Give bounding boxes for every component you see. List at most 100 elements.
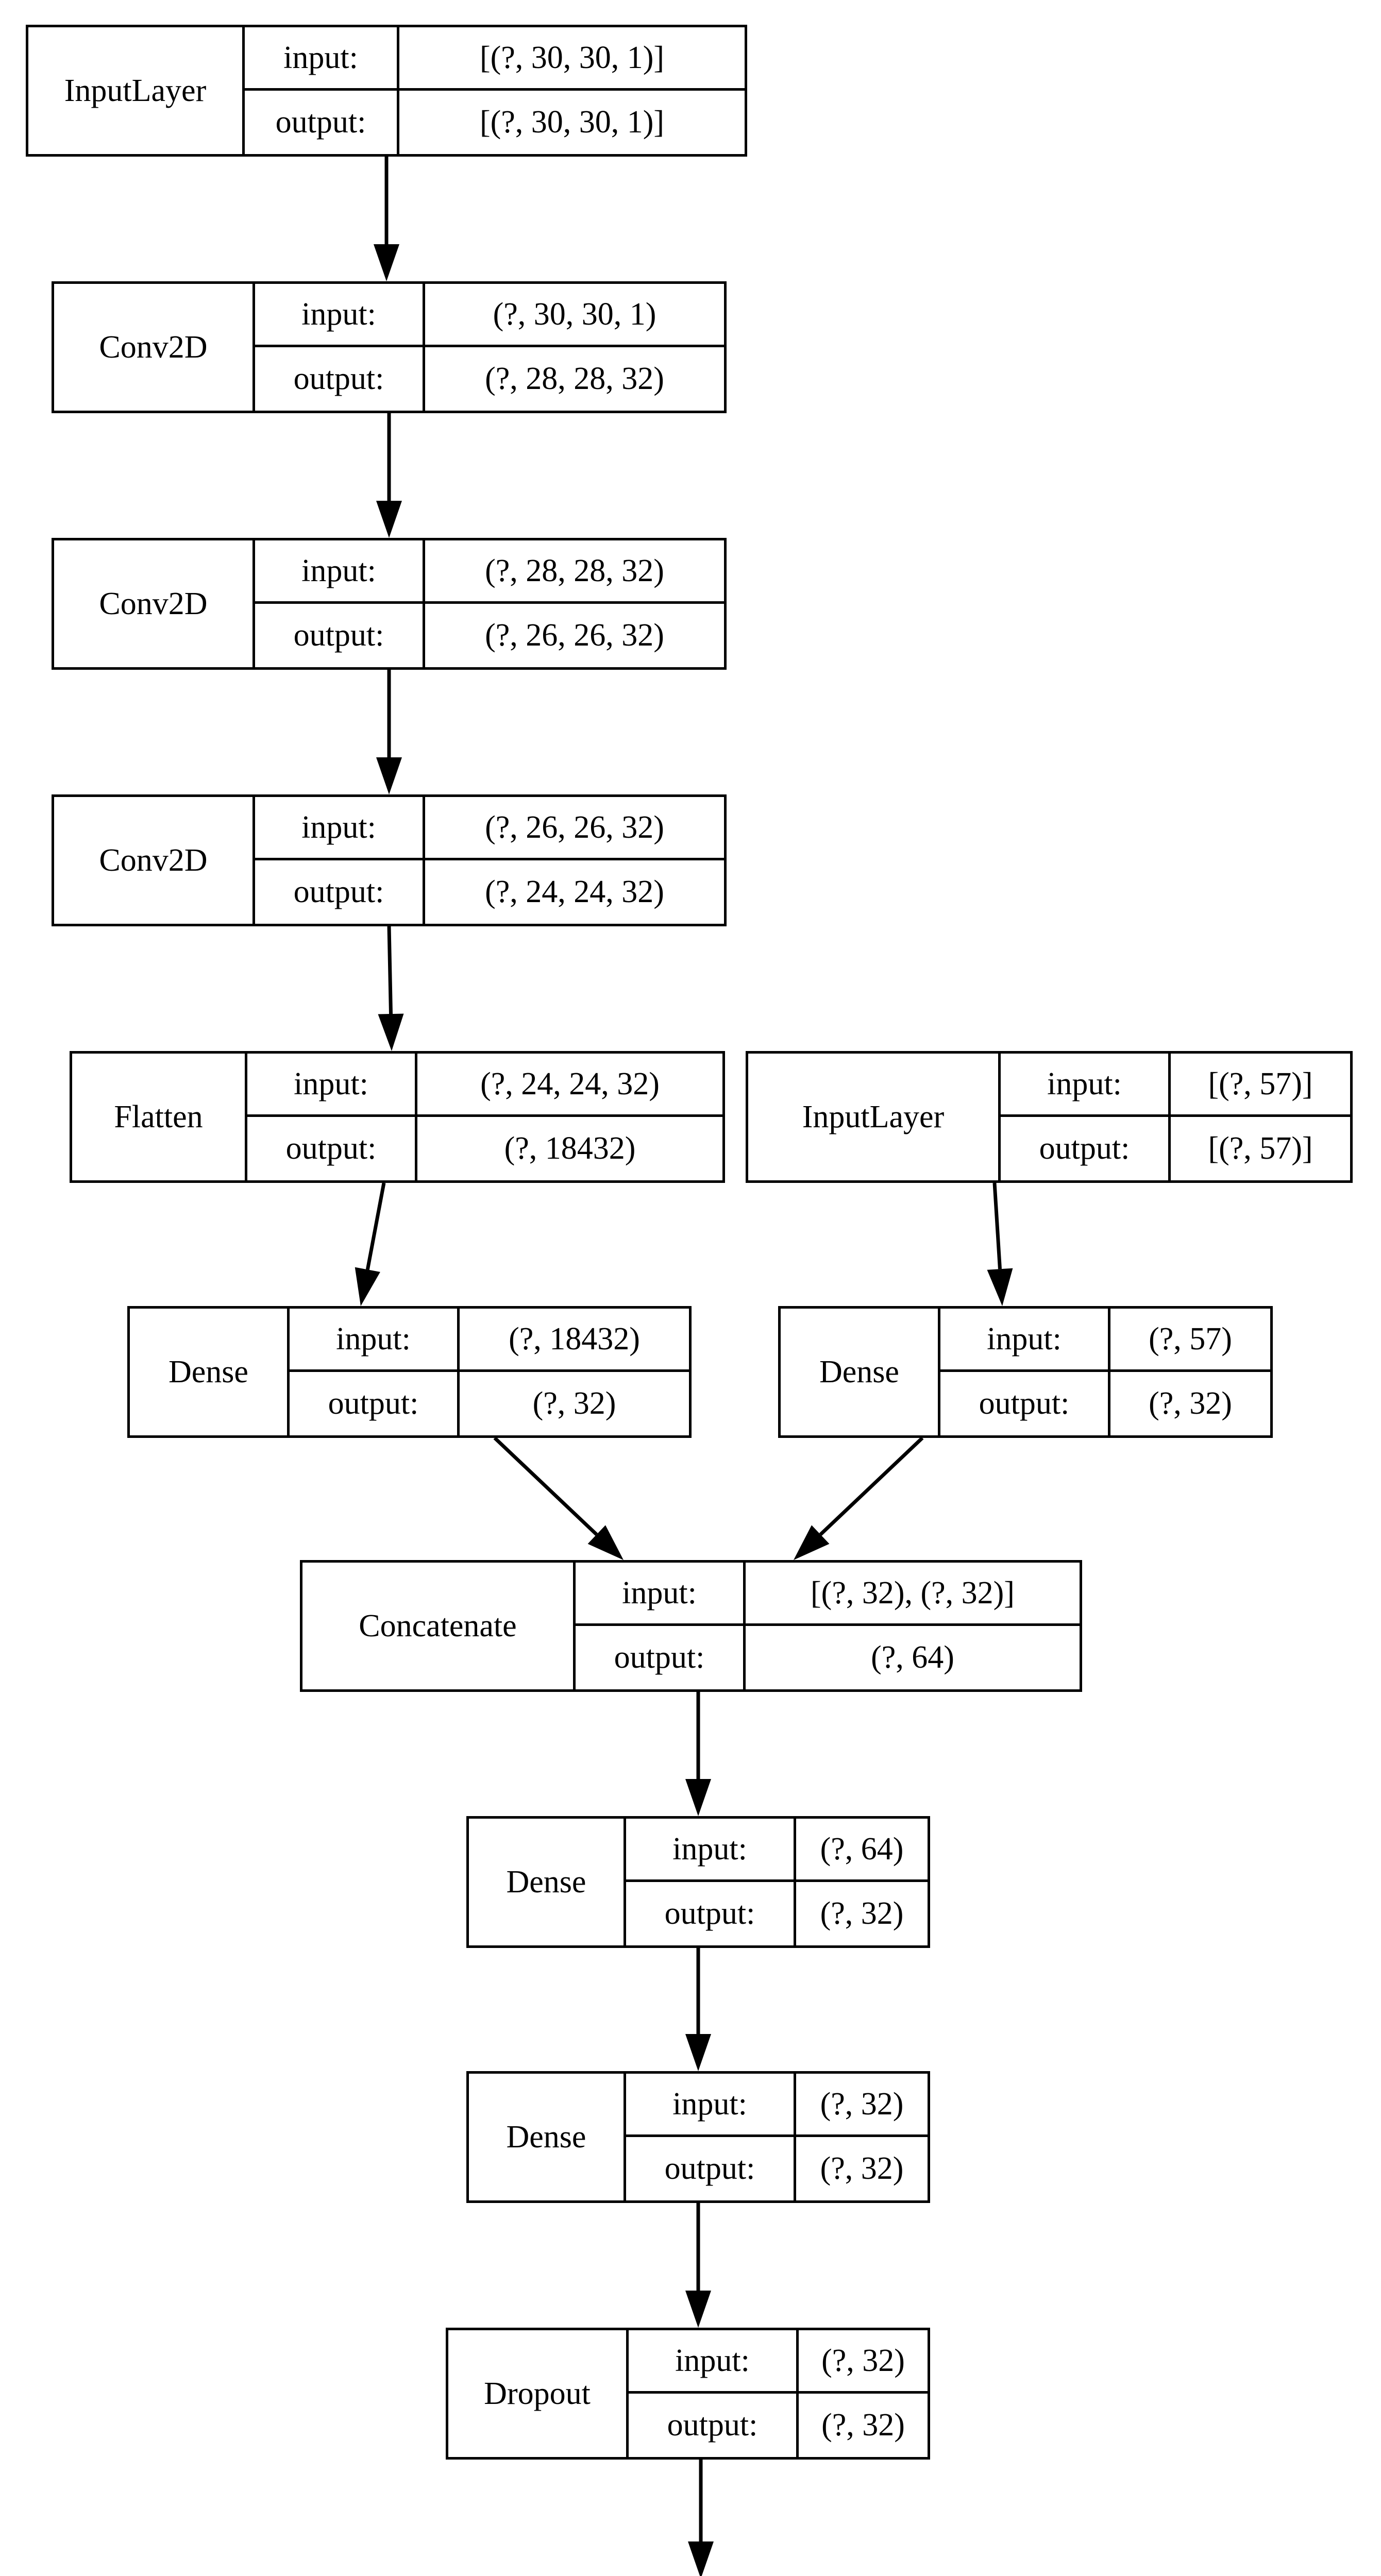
edge-conv2d_3-to-flatten	[378, 926, 404, 1051]
io-row-input: input:[(?, 30, 30, 1)]	[245, 27, 745, 91]
io-shape-input: (?, 28, 28, 32)	[485, 553, 664, 588]
io-label-output: output:	[255, 604, 425, 667]
io-shape-output: (?, 32)	[820, 1896, 904, 1931]
arrowhead-icon	[376, 757, 402, 794]
io-row-output: output: (?, 26, 26, 32)	[255, 604, 724, 667]
io-row-input: input: (?, 32)	[629, 2330, 928, 2394]
layer-io-table: input: (?, 24, 24, 32) output: (?, 18432)	[247, 1054, 722, 1180]
arrowhead-icon	[685, 1779, 711, 1816]
arrowhead-icon	[376, 501, 402, 538]
io-label-output: output:	[626, 1882, 796, 1945]
arrowhead-icon	[685, 2291, 711, 2328]
edge-line	[992, 1182, 1002, 1269]
io-shape-output: (?, 26, 26, 32)	[485, 618, 664, 653]
layer-type-label: Concatenate	[302, 1563, 576, 1689]
io-row-output: output:(?, 64)	[576, 1626, 1080, 1689]
io-shape-output: (?, 18432)	[504, 1131, 636, 1166]
edge-line	[493, 1436, 598, 1536]
io-row-output: output:[(?, 57)]	[1001, 1117, 1350, 1180]
io-shape-input: (?, 18432)	[509, 1321, 640, 1357]
io-label-output: output:	[245, 91, 399, 154]
layer-io-table: input:[(?, 30, 30, 1)]output: [(?, 30, 30…	[245, 27, 745, 154]
layer-io-table: input: (?, 18432) output:(?, 32)	[290, 1309, 689, 1435]
io-row-input: input: (?, 26, 26, 32)	[255, 797, 724, 860]
io-label-input: input:	[255, 540, 425, 601]
io-shape-input: (?, 64)	[820, 1831, 904, 1867]
layer-io-table: input:[(?, 32), (?, 32)]output:(?, 64)	[576, 1563, 1080, 1689]
layer-type-label: Flatten	[72, 1054, 247, 1180]
io-row-input: input: (?, 64)	[626, 1819, 928, 1882]
io-label-output: output:	[290, 1372, 460, 1435]
io-shape-input: (?, 26, 26, 32)	[485, 809, 664, 845]
layer-io-table: input:(?, 32)output: (?, 32)	[626, 2074, 928, 2200]
io-label-output: output:	[626, 2137, 796, 2200]
io-label-input: input:	[940, 1309, 1110, 1369]
io-shape-input: (?, 24, 24, 32)	[480, 1066, 660, 1101]
layer-type-label: Dense	[469, 1819, 626, 1945]
io-row-output: output: (?, 32)	[626, 2137, 928, 2200]
io-shape-output: [(?, 30, 30, 1)]	[479, 105, 665, 140]
io-row-output: output:(?, 32)	[940, 1372, 1270, 1435]
io-row-input: input: (?, 24, 24, 32)	[247, 1054, 722, 1117]
layer-type-label: InputLayer	[28, 27, 245, 154]
arrowhead-icon	[688, 2541, 714, 2576]
edge-dense_feature_branch-to-concatenate	[794, 1436, 924, 1560]
io-label-output: output:	[940, 1372, 1110, 1435]
edge-line	[365, 1182, 386, 1270]
edge-dense_image_branch-to-concatenate	[493, 1436, 624, 1560]
io-row-input: input:(?, 32)	[626, 2074, 928, 2137]
edge-dense_head_1-to-dense_head_2	[685, 1948, 711, 2071]
io-row-input: input: (?, 28, 28, 32)	[255, 540, 724, 604]
io-label-input: input:	[626, 2074, 796, 2134]
io-label-input: input:	[629, 2330, 799, 2391]
io-shape-input: [(?, 57)]	[1208, 1066, 1313, 1101]
layer-type-label: Conv2D	[54, 284, 255, 411]
layer-io-table: input: (?, 26, 26, 32) output:(?, 24, 24, …	[255, 797, 724, 924]
edge-conv2d_2-to-conv2d_3	[376, 670, 402, 794]
io-label-output: output:	[629, 2394, 799, 2457]
io-label-input: input:	[576, 1563, 746, 1623]
layer-type-label: Dropout	[448, 2330, 629, 2457]
arrowhead-icon	[374, 244, 399, 281]
io-label-input: input:	[290, 1309, 460, 1369]
io-row-output: output:(?, 24, 24, 32)	[255, 860, 724, 924]
io-row-output: output:(?, 32)	[290, 1372, 689, 1435]
layer-type-label: Dense	[469, 2074, 626, 2200]
arrowhead-icon	[685, 2034, 711, 2071]
io-shape-output: (?, 32)	[820, 2151, 904, 2186]
arrowhead-icon	[987, 1268, 1013, 1306]
io-label-input: input:	[1001, 1054, 1171, 1114]
arrowhead-icon	[587, 1525, 624, 1560]
edge-dropout-to-dense_output	[688, 2460, 714, 2576]
io-row-input: input:[(?, 32), (?, 32)]	[576, 1563, 1080, 1626]
layer-type-label: Conv2D	[54, 797, 255, 924]
io-shape-input: (?, 32)	[821, 2343, 905, 2378]
io-shape-output: (?, 24, 24, 32)	[485, 874, 664, 909]
edge-flatten-to-dense_image_branch	[355, 1182, 386, 1306]
layer-type-label: Dense	[781, 1309, 940, 1435]
io-row-output: output: (?, 32)	[626, 1882, 928, 1945]
layer-io-table: input: (?, 28, 28, 32) output: (?, 26, 26, …	[255, 540, 724, 667]
io-label-input: input:	[255, 797, 425, 858]
io-shape-output: [(?, 57)]	[1208, 1131, 1313, 1166]
layer-io-table: input:[(?, 57)]output:[(?, 57)]	[1001, 1054, 1350, 1180]
io-label-input: input:	[626, 1819, 796, 1879]
io-label-input: input:	[247, 1054, 417, 1114]
io-shape-input: (?, 57)	[1149, 1321, 1232, 1357]
io-label-output: output:	[247, 1117, 417, 1180]
edge-concatenate-to-dense_head_1	[685, 1692, 711, 1816]
edge-input_layer_features-to-dense_feature_branch	[987, 1182, 1013, 1306]
